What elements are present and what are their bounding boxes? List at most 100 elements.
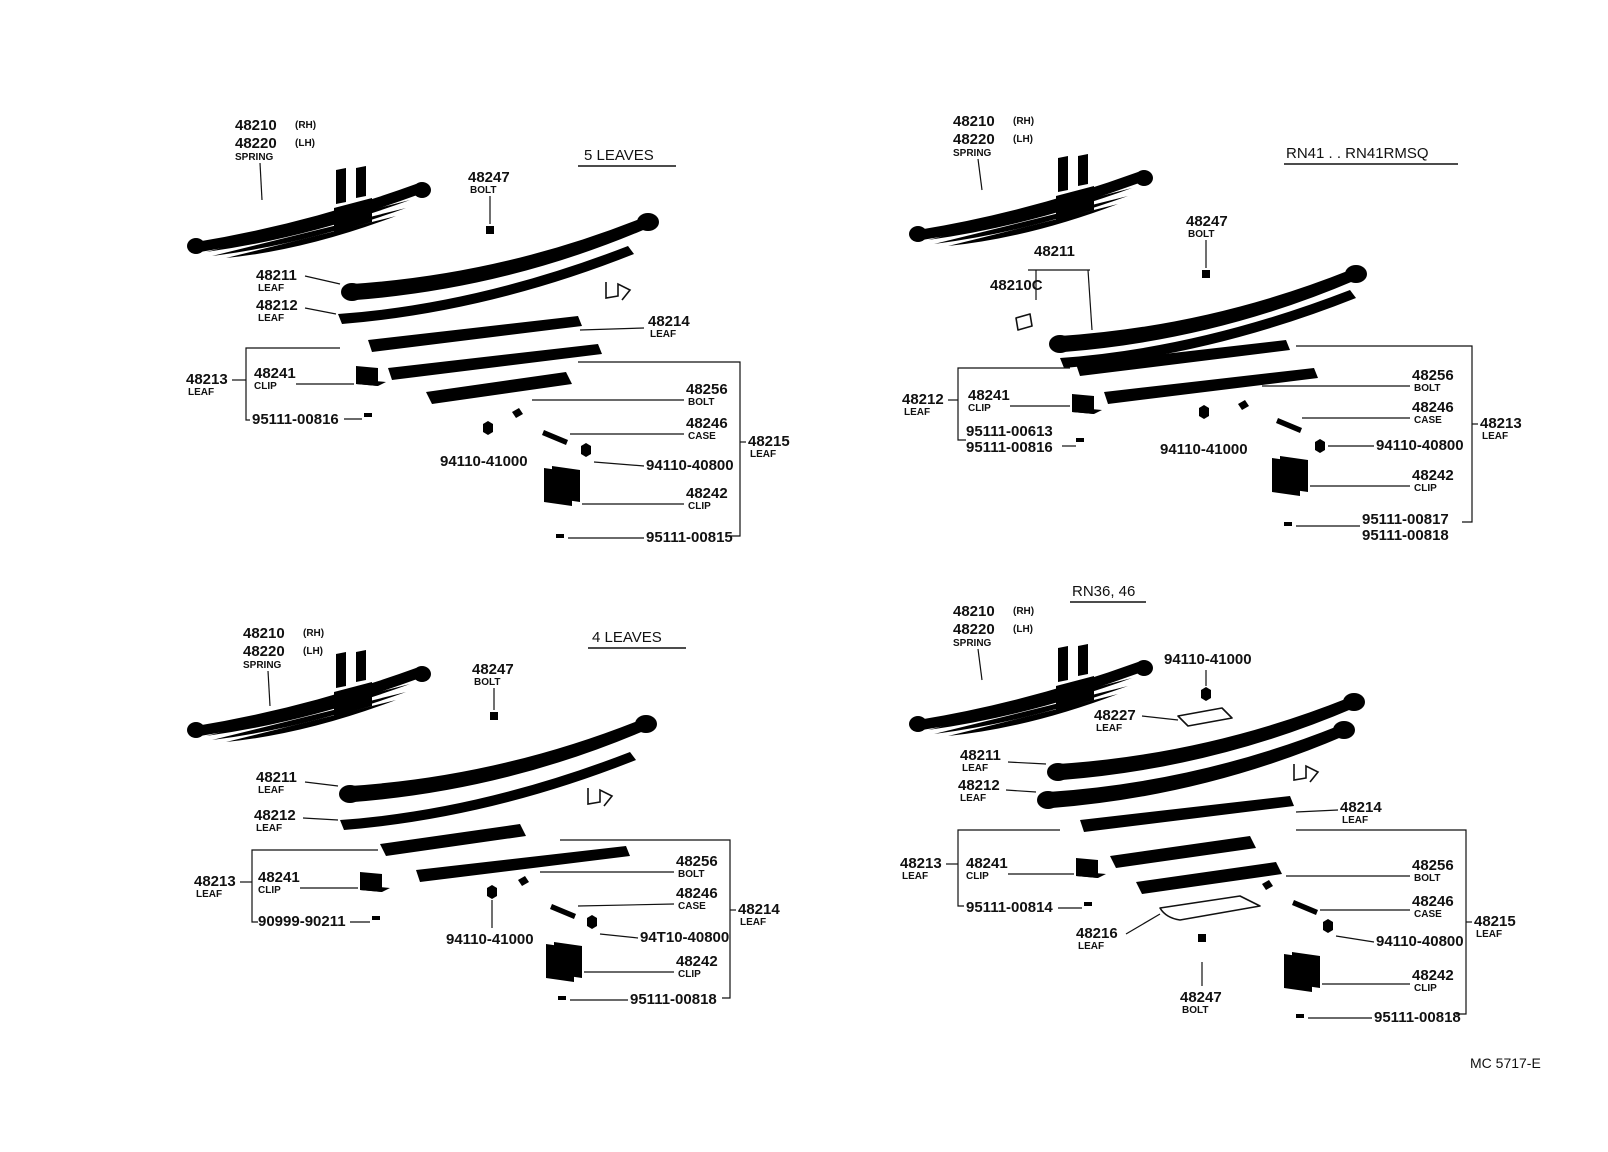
- nut-1: [483, 421, 493, 435]
- leaf-3: [1080, 796, 1294, 832]
- rivet-1-number: 95111-00814: [966, 899, 1053, 916]
- leaf-3: [368, 316, 582, 352]
- leaf-4-label: LEAF: [902, 871, 928, 882]
- quadrant-title: 4 LEAVES: [592, 629, 662, 646]
- nut-top-number: 94110-41000: [1164, 651, 1252, 668]
- rivet-1: [364, 413, 372, 423]
- nut-2-number: 94T10-40800: [640, 929, 729, 946]
- spring-number-rh: 48210: [953, 603, 995, 620]
- leaf-1-label: LEAF: [962, 763, 988, 774]
- rivet-1-number: 90999-90211: [258, 913, 346, 930]
- rivet-2-number: 95111-00818: [1374, 1009, 1461, 1026]
- spring-number-lh: 48220: [235, 135, 277, 152]
- spring-number-lh: 48220: [953, 621, 995, 638]
- leaf-3-number: 48214: [648, 313, 690, 330]
- bolt-2-label: BOLT: [678, 869, 704, 880]
- spring-label: SPRING: [953, 148, 992, 159]
- spring-label: SPRING: [953, 638, 992, 649]
- case: [1292, 900, 1318, 915]
- leaf-5-label: LEAF: [1078, 941, 1104, 952]
- spring-side-rh: (RH): [1013, 606, 1034, 617]
- leaf-4: [388, 344, 602, 380]
- top-bolt: [490, 712, 498, 738]
- clip-1-number: 48241: [254, 365, 296, 382]
- leaf-1-label: LEAF: [258, 785, 284, 796]
- leaf-1-number: 48211: [256, 267, 297, 284]
- bolt-top-label: BOLT: [474, 677, 500, 688]
- rivet-2b-number: 95111-00818: [1362, 527, 1449, 544]
- bolt-bottom-label: BOLT: [1182, 1005, 1208, 1016]
- quadrant-bottom-right: RN36, 46 48210 (RH) 48220 (LH) SPRING 94…: [900, 583, 1516, 1026]
- clip-2-label: CLIP: [1414, 483, 1437, 494]
- case-number: 48246: [686, 415, 728, 432]
- bolt-2-label: BOLT: [1414, 383, 1440, 394]
- quadrant-title: 5 LEAVES: [584, 147, 654, 164]
- nut-2: [1315, 439, 1325, 453]
- clip-1-number: 48241: [258, 869, 300, 886]
- leaf-5a: [1136, 862, 1282, 894]
- spring-side-rh: (RH): [303, 628, 324, 639]
- nut-2-number: 94110-40800: [646, 457, 734, 474]
- case: [550, 904, 576, 919]
- case: [1276, 418, 1302, 433]
- rivet-2a-number: 95111-00817: [1362, 511, 1449, 528]
- leaf-3-label: LEAF: [196, 889, 222, 900]
- case-number: 48246: [676, 885, 718, 902]
- clip-1: [360, 870, 390, 892]
- bolt-2-number: 48256: [676, 853, 718, 870]
- clip-2: [1284, 952, 1320, 992]
- clip-2-label: CLIP: [678, 969, 701, 980]
- leaf-2-label: LEAF: [904, 407, 930, 418]
- spring-number-rh: 48210: [235, 117, 277, 134]
- rivet-1: [1076, 438, 1084, 448]
- leaf-3-number: 48214: [1340, 799, 1382, 816]
- clip-2: [546, 942, 582, 982]
- leaf-4-label: LEAF: [188, 387, 214, 398]
- nut-2: [1323, 919, 1333, 933]
- rivet-1: [372, 916, 380, 926]
- leaf-2-label: LEAF: [960, 793, 986, 804]
- plate: [1177, 707, 1233, 727]
- spring-number-lh: 48220: [243, 643, 285, 660]
- spring-side-lh: (LH): [303, 646, 323, 657]
- nut-1: [1199, 405, 1209, 419]
- case-label: CASE: [1414, 415, 1442, 426]
- bolt-2: [512, 408, 542, 426]
- nut-1-number: 94110-41000: [440, 453, 528, 470]
- rivet-1-number: 95111-00816: [252, 411, 339, 428]
- leaf-3-number: 48213: [194, 873, 236, 890]
- rivet-1: [1084, 902, 1092, 912]
- leaf-4-number: 48213: [186, 371, 228, 388]
- clip-2-number: 48242: [1412, 467, 1454, 484]
- leaf-5-label: LEAF: [750, 449, 776, 460]
- leaf-6-number: 48215: [1474, 913, 1516, 930]
- spring-side-rh: (RH): [1013, 116, 1034, 127]
- bolt-top-number: 48247: [1186, 213, 1228, 230]
- case-number: 48246: [1412, 399, 1454, 416]
- clip-1-label: CLIP: [258, 885, 281, 896]
- leaf-6-label: LEAF: [1476, 929, 1502, 940]
- leaf-3-label: LEAF: [1482, 431, 1508, 442]
- nut-top: [1201, 687, 1211, 701]
- rivet-2: [558, 996, 566, 1006]
- clip-1-label: CLIP: [968, 403, 991, 414]
- leaf-1-number: 48211: [1034, 243, 1075, 260]
- rivet-2: [556, 534, 564, 544]
- spring-number-lh: 48220: [953, 131, 995, 148]
- leaf-3-number: 48213: [1480, 415, 1522, 432]
- bolt-2-label: BOLT: [688, 397, 714, 408]
- leaf-5: [426, 372, 572, 404]
- bolt-2: [1262, 880, 1292, 898]
- top-bolt: [1202, 270, 1210, 296]
- nut-2-number: 94110-40800: [1376, 933, 1464, 950]
- quadrant-bottom-left: 4 LEAVES 48210 (RH) 48220 (LH) SPRING 48…: [187, 625, 780, 1008]
- nut-2: [587, 915, 597, 929]
- spring-side-lh: (LH): [1013, 624, 1033, 635]
- leaf-1-number: 48211: [960, 747, 1001, 764]
- case-label: CASE: [688, 431, 716, 442]
- bolt-2: [1238, 400, 1268, 418]
- clip-2-number: 48242: [1412, 967, 1454, 984]
- clip-1-number: 48241: [966, 855, 1008, 872]
- spring-number-rh: 48210: [243, 625, 285, 642]
- leaf-4-number: 48213: [900, 855, 942, 872]
